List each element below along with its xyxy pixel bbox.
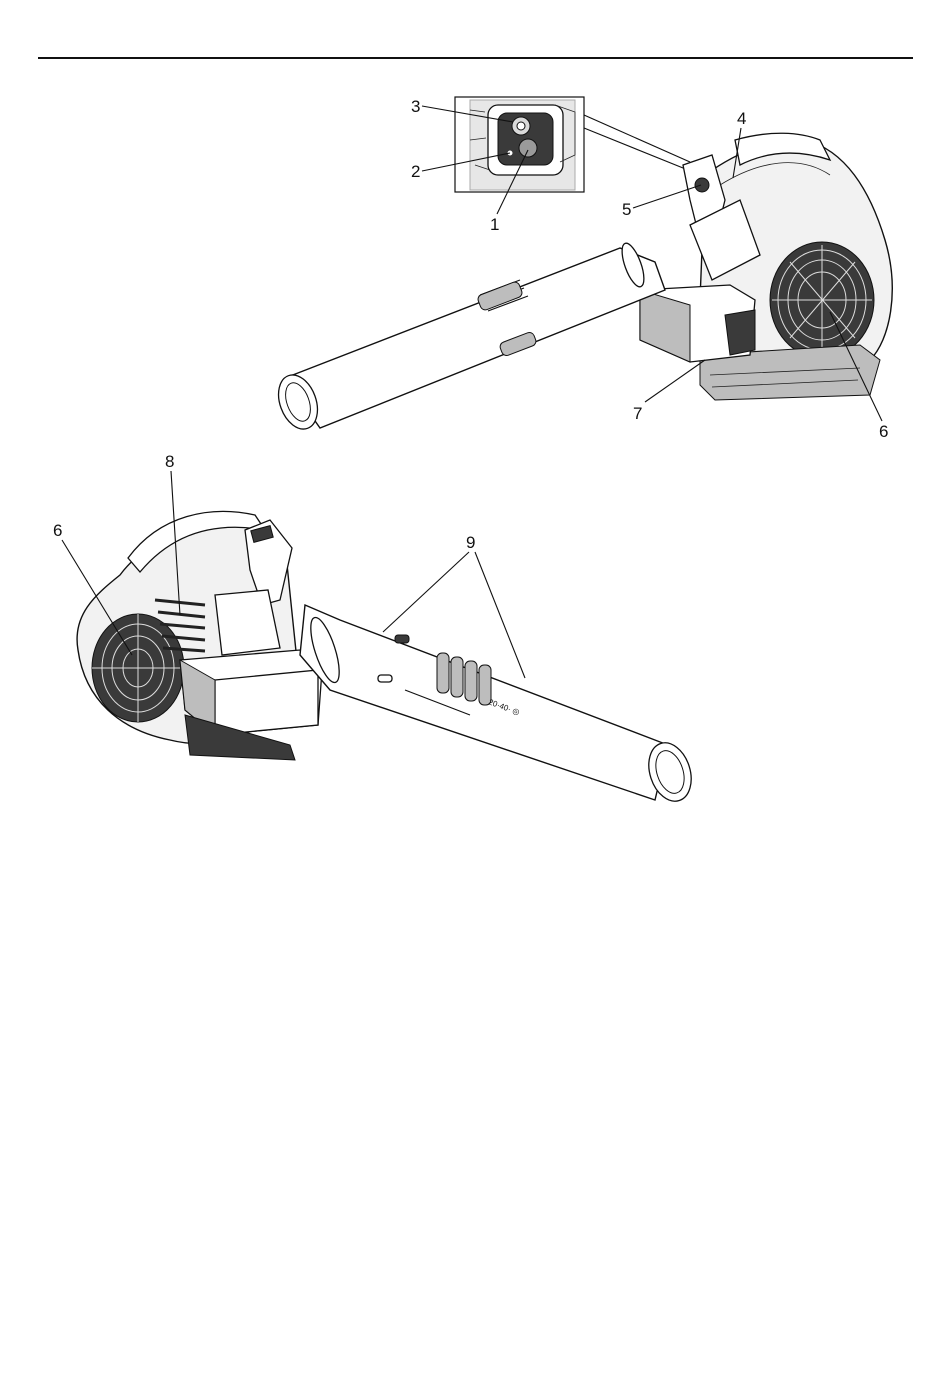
svg-text:9: 9	[466, 533, 475, 552]
switch-inset	[455, 97, 584, 192]
fan-grille-top	[770, 242, 874, 358]
svg-text:7: 7	[633, 404, 642, 423]
svg-text:2: 2	[411, 162, 420, 181]
blower-illustration-top: 3 2 1 4 5 7 6	[272, 97, 893, 441]
svg-text:1: 1	[490, 215, 499, 234]
blower-illustration-bottom: 20·40· ◎ 8 6 9	[53, 452, 698, 807]
inset-leader-upper	[584, 115, 690, 162]
svg-text:3: 3	[411, 97, 420, 116]
svg-text:6: 6	[879, 422, 888, 441]
callout-7: 7	[633, 360, 705, 423]
svg-text:8: 8	[165, 452, 174, 471]
svg-text:6: 6	[53, 521, 62, 540]
fan-grille-bottom	[92, 614, 184, 722]
svg-text:4: 4	[737, 109, 746, 128]
blower-tube-top	[285, 248, 665, 428]
inset-leader-lower	[584, 128, 688, 170]
svg-text:5: 5	[622, 200, 631, 219]
